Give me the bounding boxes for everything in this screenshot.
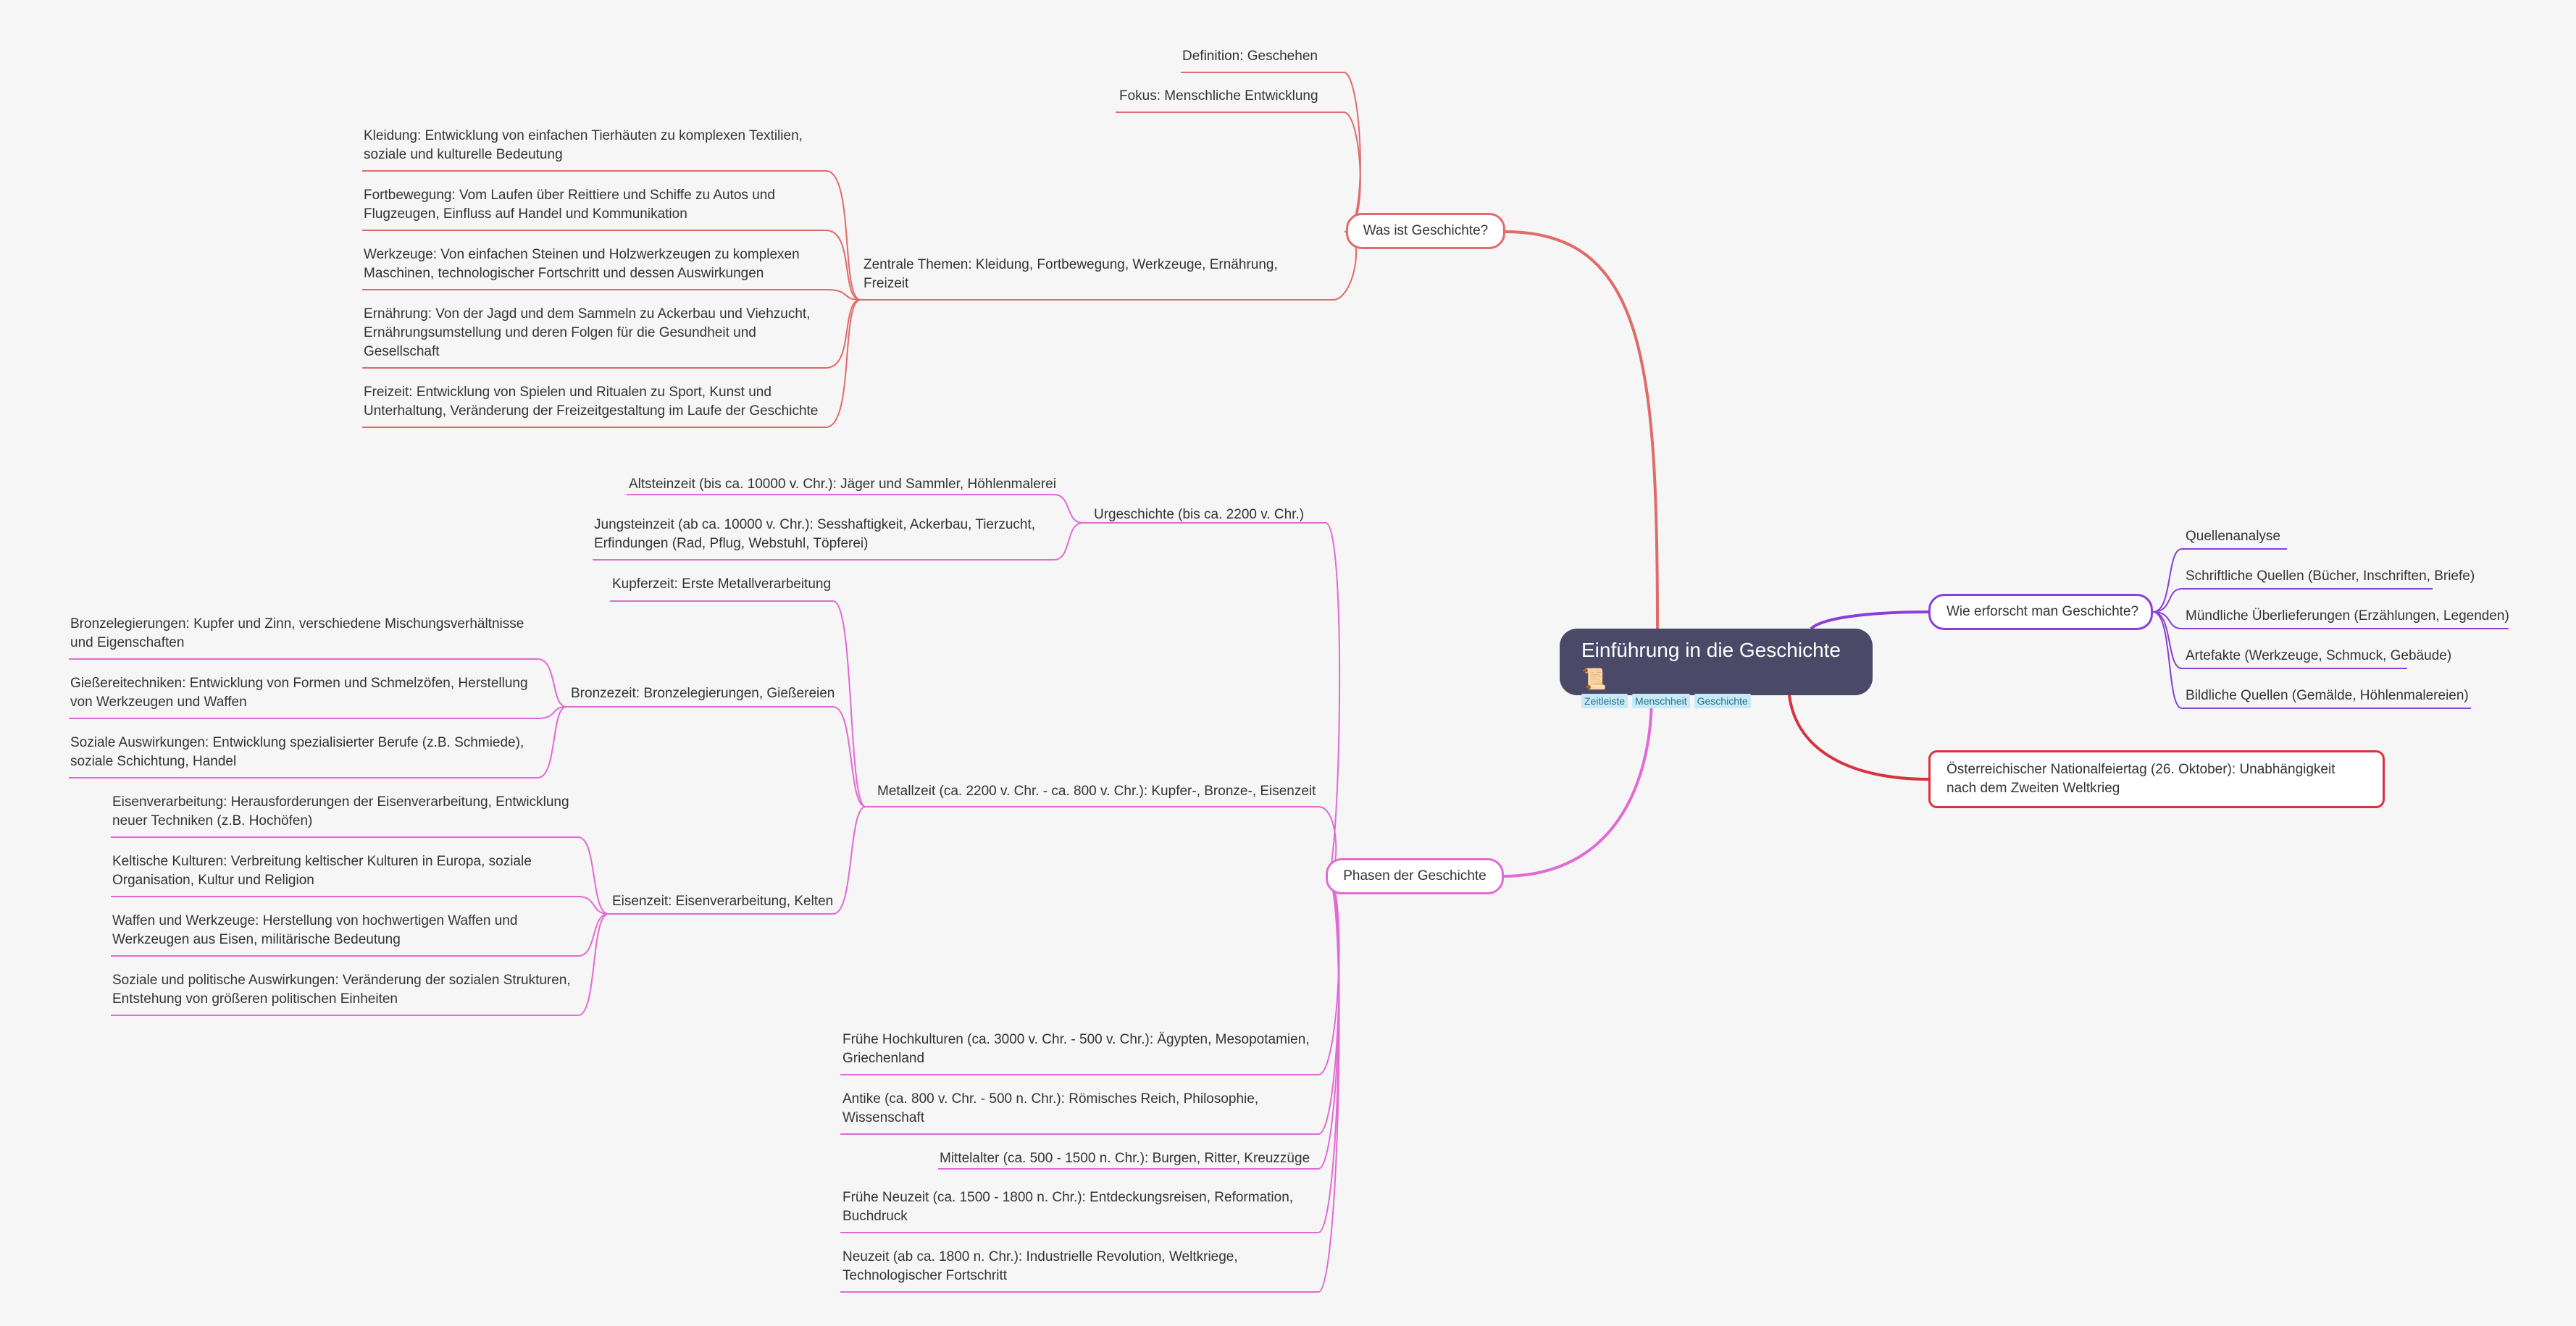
detail-bronzezeit[interactable]: Bronzezeit: Bronzelegierungen, Gießereie… — [571, 686, 835, 701]
subtopic-schriftliche-quellen[interactable]: Schriftliche Quellen (Bücher, Inschrifte… — [2186, 568, 2475, 584]
subtopic-mittelalter[interactable]: Mittelalter (ca. 500 - 1500 n. Chr.): Bu… — [940, 1151, 1310, 1166]
detail-kupferzeit[interactable]: Kupferzeit: Erste Metallverarbeitung — [612, 576, 832, 592]
topic-was-ist-geschichte[interactable]: Was ist Geschichte? — [1346, 213, 1505, 249]
detail-bronzelegierungen[interactable]: Bronzelegierungen: Kupfer und Zinn, vers… — [70, 616, 524, 650]
subtopic-fokus[interactable]: Fokus: Menschliche Entwicklung — [1119, 88, 1318, 104]
detail-eisenzeit[interactable]: Eisenzeit: Eisenverarbeitung, Kelten — [612, 894, 834, 909]
detail-freizeit[interactable]: Freizeit: Entwicklung von Spielen und Ri… — [364, 385, 819, 419]
topic-nationalfeiertag[interactable]: Österreichischer Nationalfeiertag (26. O… — [1928, 750, 2385, 808]
subtopic-bildliche-quellen[interactable]: Bildliche Quellen (Gemälde, Höhlenmalere… — [2186, 688, 2469, 703]
subtopic-muendliche-ueberlieferungen[interactable]: Mündliche Überlieferungen (Erzählungen, … — [2186, 608, 2509, 624]
topic-label: Wie erforscht man Geschichte? — [1946, 604, 2139, 619]
tag-list: Zeitleiste Menschheit Geschichte — [1581, 694, 1851, 708]
topic-wie-erforscht[interactable]: Wie erforscht man Geschichte? — [1928, 594, 2153, 630]
topic-label: Was ist Geschichte? — [1363, 223, 1489, 238]
tag[interactable]: Geschichte — [1694, 694, 1751, 708]
detail-jungsteinzeit[interactable]: Jungsteinzeit (ab ca. 10000 v. Chr.): Se… — [594, 517, 1036, 551]
subtopic-definition[interactable]: Definition: Geschehen — [1182, 49, 1318, 64]
subtopic-metallzeit[interactable]: Metallzeit (ca. 2200 v. Chr. - ca. 800 v… — [877, 784, 1316, 799]
subtopic-artefakte[interactable]: Artefakte (Werkzeuge, Schmuck, Gebäude) — [2186, 648, 2452, 663]
central-topic[interactable]: Einführung in die Geschichte 📜 Zeitleist… — [1560, 629, 1873, 708]
subtopic-urgeschichte[interactable]: Urgeschichte (bis ca. 2200 v. Chr.) — [1094, 507, 1305, 522]
subtopic-zentrale-themen[interactable]: Zentrale Themen: Kleidung, Fortbewegung,… — [863, 257, 1278, 291]
topic-phasen-der-geschichte[interactable]: Phasen der Geschichte — [1326, 858, 1504, 894]
detail-keltische-kulturen[interactable]: Keltische Kulturen: Verbreitung keltisch… — [112, 854, 532, 888]
detail-ernaehrung[interactable]: Ernährung: Von der Jagd und dem Sammeln … — [364, 306, 811, 359]
tag[interactable]: Zeitleiste — [1581, 694, 1628, 708]
detail-altsteinzeit[interactable]: Altsteinzeit (bis ca. 10000 v. Chr.): Jä… — [629, 477, 1056, 492]
central-topic-title: Einführung in die Geschichte 📜 — [1581, 639, 1841, 690]
topic-label: Phasen der Geschichte — [1343, 868, 1486, 884]
subtopic-quellenanalyse[interactable]: Quellenanalyse — [2186, 529, 2280, 544]
detail-fortbewegung[interactable]: Fortbewegung: Vom Laufen über Reittiere … — [364, 188, 775, 222]
detail-soziale-auswirkungen-bronze[interactable]: Soziale Auswirkungen: Entwicklung spezia… — [70, 735, 524, 769]
detail-giessereitechniken[interactable]: Gießereitechniken: Entwicklung von Forme… — [70, 676, 528, 710]
detail-soziale-politische-auswirkungen[interactable]: Soziale und politische Auswirkungen: Ver… — [112, 973, 571, 1007]
detail-kleidung[interactable]: Kleidung: Entwicklung von einfachen Tier… — [364, 128, 803, 162]
detail-waffen-und-werkzeuge[interactable]: Waffen und Werkzeuge: Herstellung von ho… — [112, 913, 518, 947]
detail-eisenverarbeitung[interactable]: Eisenverarbeitung: Herausforderungen der… — [112, 794, 569, 828]
detail-werkzeuge[interactable]: Werkzeuge: Von einfachen Steinen und Hol… — [364, 247, 800, 281]
subtopic-fruehe-neuzeit[interactable]: Frühe Neuzeit (ca. 1500 - 1800 n. Chr.):… — [842, 1190, 1294, 1224]
subtopic-antike[interactable]: Antike (ca. 800 v. Chr. - 500 n. Chr.): … — [842, 1091, 1259, 1125]
tag[interactable]: Menschheit — [1632, 694, 1690, 708]
subtopic-neuzeit[interactable]: Neuzeit (ab ca. 1800 n. Chr.): Industrie… — [842, 1249, 1238, 1283]
topic-label: Österreichischer Nationalfeiertag (26. O… — [1946, 762, 2335, 796]
subtopic-fruehe-hochkulturen[interactable]: Frühe Hochkulturen (ca. 3000 v. Chr. - 5… — [842, 1032, 1310, 1066]
